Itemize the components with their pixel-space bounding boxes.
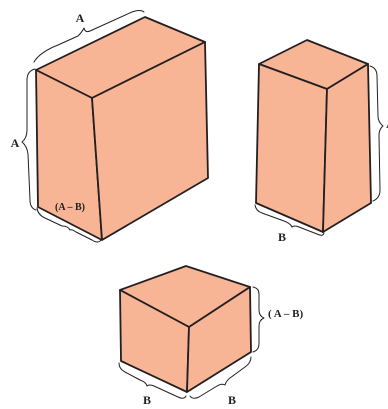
solid-1-left-label: A [11,136,20,150]
solid-3-base-right-label: B [228,393,236,407]
solid-2-base-label: B [278,230,286,244]
solid-1-base-brace [36,207,102,243]
solid-2-base-brace [254,204,325,236]
solid-3-right-label: ( A – B) [268,308,303,320]
solid-b-b-a: B A [254,39,388,244]
solid-3-base-right-brace [189,356,252,399]
solid-1-top-label: A [76,11,85,25]
solid-1-top-brace [33,10,145,63]
solid-a-a-amb: A A (A – B) [11,10,209,243]
solid-1-base-label: (A – B) [55,202,85,213]
solid-2-right-label: A [386,117,388,131]
solid-3-base-left-label: B [143,393,151,407]
solid-2-side-face [322,63,372,233]
solid-1-left-brace [21,68,37,211]
solid-3-right-brace [252,286,265,353]
solid-3-side-face [186,286,252,393]
solid-2-right-brace [369,65,384,202]
solid-b-b-amb: ( A – B) B B [118,265,303,407]
solid-3-base-left-brace [118,362,187,399]
solid-2-front-face [255,63,328,233]
solid-1-side-face [91,41,209,241]
